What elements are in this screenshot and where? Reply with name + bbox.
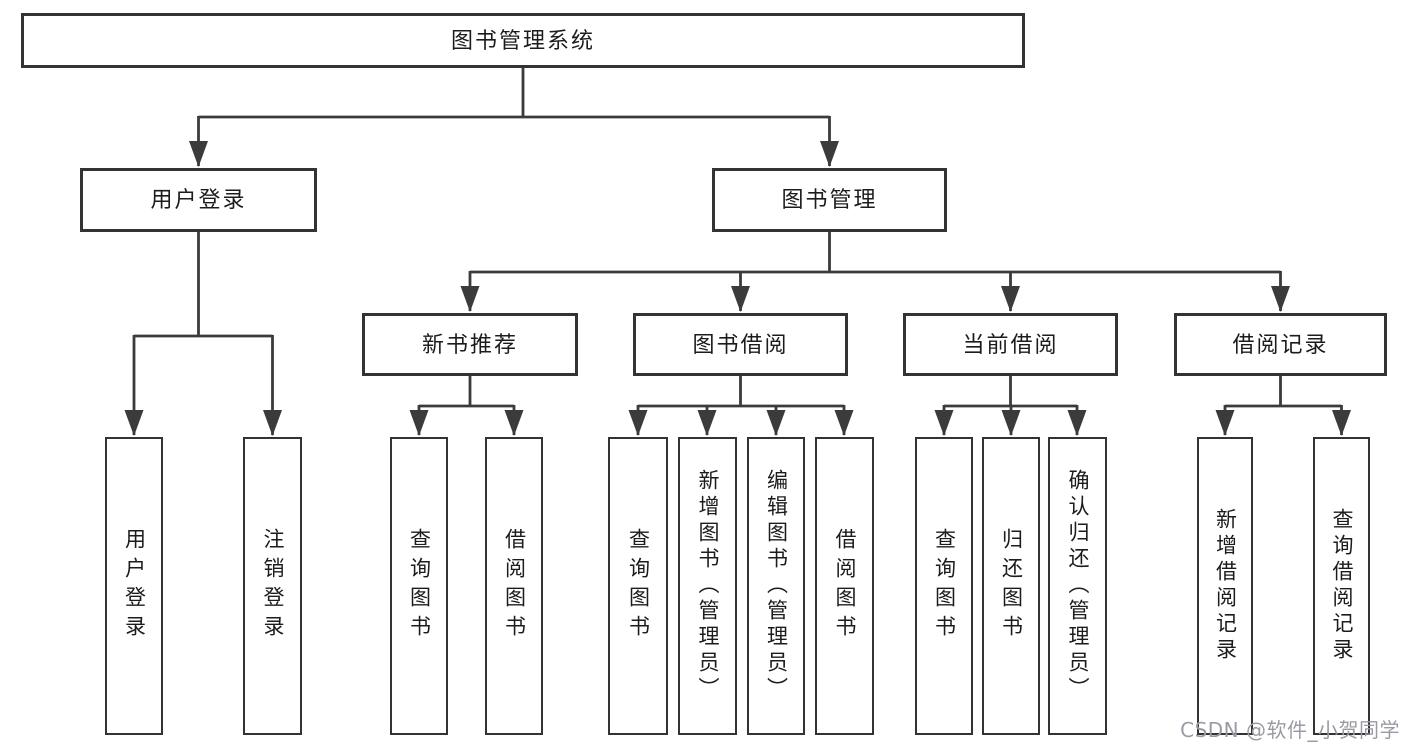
node-borrow-records: 借阅记录 (1174, 313, 1387, 376)
node-library-management-system: 图书管理系统 (21, 13, 1025, 68)
leaf-label: 新增借阅记录 (1213, 508, 1238, 664)
node-book-management: 图书管理 (712, 168, 947, 232)
node-book-borrow: 图书借阅 (633, 313, 848, 376)
leaf-logout: 注销登录 (243, 437, 302, 735)
leaf-user-login: 用户登录 (105, 437, 163, 735)
leaf-return-book: 归还图书 (982, 437, 1040, 735)
leaf-label: 确认归还（管理员） (1066, 469, 1090, 703)
leaf-query-books-1: 查询图书 (390, 437, 448, 735)
node-label: 当前借阅 (962, 332, 1059, 358)
leaf-query-borrow-record: 查询借阅记录 (1313, 437, 1370, 735)
leaf-label: 编辑图书（管理员） (764, 469, 789, 703)
leaf-add-borrow-record: 新增借阅记录 (1197, 437, 1253, 735)
leaf-label: 新增图书（管理员） (696, 469, 720, 703)
csdn-watermark: CSDN @软件_小贺同学 (1180, 718, 1400, 742)
leaf-edit-book-admin: 编辑图书（管理员） (747, 437, 805, 735)
leaf-label: 查询图书 (407, 528, 432, 644)
node-label: 用户登录 (150, 188, 247, 213)
node-user-login: 用户登录 (80, 168, 317, 232)
leaf-query-books-3: 查询图书 (915, 437, 973, 735)
leaf-label: 查询图书 (932, 528, 957, 644)
leaf-confirm-return-admin: 确认归还（管理员） (1048, 437, 1107, 735)
node-current-borrow: 当前借阅 (903, 313, 1118, 376)
leaf-label: 归还图书 (999, 528, 1024, 644)
leaf-label: 借阅图书 (833, 528, 857, 644)
node-label: 图书管理 (781, 188, 878, 213)
node-label: 图书借阅 (692, 332, 789, 358)
leaf-label: 查询借阅记录 (1330, 508, 1354, 664)
node-new-book-recommend: 新书推荐 (362, 313, 578, 376)
leaf-label: 注销登录 (261, 528, 285, 644)
leaf-borrow-books-1: 借阅图书 (485, 437, 543, 735)
leaf-label: 查询图书 (626, 528, 651, 644)
leaf-query-books-2: 查询图书 (608, 437, 668, 735)
leaf-borrow-books-2: 借阅图书 (815, 437, 874, 735)
leaf-add-book-admin: 新增图书（管理员） (678, 437, 737, 735)
node-label: 图书管理系统 (450, 28, 595, 54)
leaf-label: 用户登录 (122, 528, 147, 644)
leaf-label: 借阅图书 (502, 528, 527, 644)
node-label: 借阅记录 (1232, 332, 1329, 358)
node-label: 新书推荐 (421, 332, 518, 358)
